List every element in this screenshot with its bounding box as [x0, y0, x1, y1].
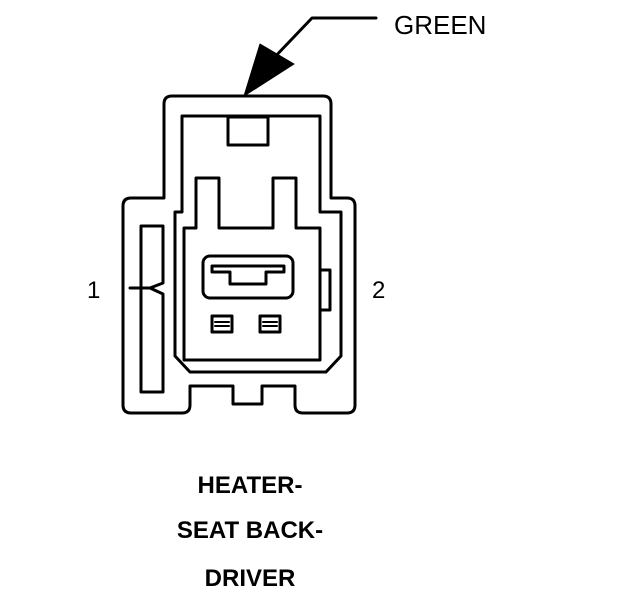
caption-line-1: HEATER- [197, 472, 303, 499]
connector-inner-wall [173, 114, 343, 374]
latch-tab [226, 115, 270, 147]
pin-2-marker [258, 314, 282, 334]
terminal-cavity [201, 254, 295, 300]
right-side-tab [318, 268, 332, 312]
pin-2-label: 2 [372, 277, 386, 304]
pin-1-label: 1 [87, 277, 101, 304]
pin-1-marker [210, 314, 234, 334]
left-lance [139, 224, 165, 394]
connector-color-label: GREEN [394, 10, 487, 40]
leader-arrowhead [243, 43, 295, 97]
caption-line-3: DRIVER [204, 565, 296, 592]
connector-outer-shell [121, 94, 357, 415]
caption-line-2: SEAT BACK- [176, 517, 324, 544]
leader-line [268, 16, 378, 64]
terminal-housing [182, 176, 322, 362]
terminal-contact [210, 264, 286, 286]
